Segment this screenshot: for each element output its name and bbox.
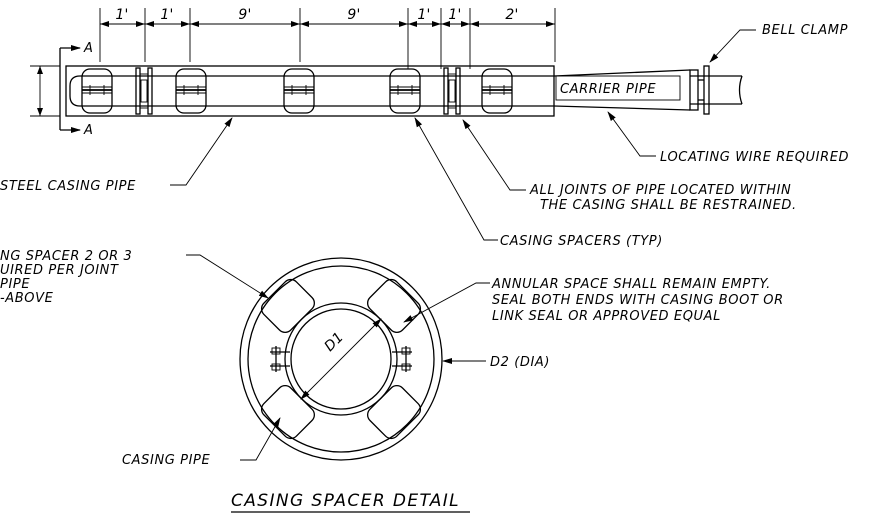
- dim-label-3: 9': [238, 7, 251, 23]
- right-bolt: [392, 346, 412, 372]
- dim-label-6: 1': [448, 7, 461, 23]
- locating-wire-callout: LOCATING WIRE REQUIRED: [607, 111, 849, 165]
- carrier-pipe-circle: [284, 302, 398, 416]
- spacer-note-line2: UIRED PER JOINT: [0, 263, 119, 278]
- casing-spacers-label: CASING SPACERS (TYP): [500, 234, 663, 249]
- section-cut-marker: A A: [30, 41, 94, 138]
- restrained-joint-1: [135, 67, 153, 115]
- spacer-2: [175, 68, 207, 114]
- d1-label: D1: [322, 329, 348, 355]
- pipe-elevation: CARRIER PIPE: [65, 62, 743, 117]
- dim-label-5: 1': [417, 7, 430, 23]
- bell-clamp-label: BELL CLAMP: [762, 23, 848, 38]
- carrier-pipe-label: CARRIER PIPE: [560, 82, 656, 97]
- casing-pipe-label: CASING PIPE: [122, 453, 210, 468]
- spacer-4: [389, 68, 421, 114]
- detail-title: CASING SPACER DETAIL: [231, 491, 470, 513]
- steel-casing-pipe: [65, 65, 555, 117]
- spacer-5: [481, 68, 513, 114]
- annular-space-callout: ANNULAR SPACE SHALL REMAIN EMPTY. SEAL B…: [403, 277, 784, 324]
- annular-note-line2: SEAL BOTH ENDS WITH CASING BOOT OR: [492, 293, 784, 308]
- dim-label-2: 1': [160, 7, 173, 23]
- restrained-joints-callout: ALL JOINTS OF PIPE LOCATED WITHIN THE CA…: [462, 119, 797, 213]
- bell-clamp-callout: BELL CLAMP: [709, 23, 848, 63]
- restrained-joint-2: [443, 67, 461, 115]
- steel-casing-callout: STEEL CASING PIPE: [0, 117, 233, 194]
- spacer-note-line4: -ABOVE: [0, 291, 54, 306]
- dimension-string: 1' 1' 9' 9' 1' 1' 2': [99, 7, 556, 62]
- spacer-note-line3: PIPE: [0, 277, 30, 292]
- restrained-note-line2: THE CASING SHALL BE RESTRAINED.: [540, 198, 797, 213]
- restrained-note-line1: ALL JOINTS OF PIPE LOCATED WITHIN: [529, 183, 791, 198]
- section-mark-top: A: [83, 41, 94, 56]
- dim-label-4: 9': [347, 7, 360, 23]
- spacer-1: [81, 68, 113, 114]
- annular-note-line1: ANNULAR SPACE SHALL REMAIN EMPTY.: [491, 277, 771, 292]
- annular-note-line3: LINK SEAL OR APPROVED EQUAL: [492, 309, 721, 324]
- casing-spacers-callout: CASING SPACERS (TYP): [414, 117, 663, 249]
- spacer-note-callout: NG SPACER 2 OR 3 UIRED PER JOINT PIPE -A…: [0, 249, 269, 306]
- spacer-3: [283, 68, 315, 114]
- d2-label: D2 (DIA): [490, 355, 550, 370]
- section-mark-bottom: A: [83, 123, 94, 138]
- spacer-note-line1: NG SPACER 2 OR 3: [0, 249, 132, 264]
- casing-pipe-callout: CASING PIPE: [122, 417, 281, 468]
- dim-label-7: 2': [505, 7, 518, 23]
- detail-title-text: CASING SPACER DETAIL: [231, 491, 460, 511]
- locating-wire-label: LOCATING WIRE REQUIRED: [660, 150, 849, 165]
- left-bolt: [270, 346, 290, 372]
- dim-label-1: 1': [115, 7, 128, 23]
- steel-casing-label: STEEL CASING PIPE: [0, 179, 136, 194]
